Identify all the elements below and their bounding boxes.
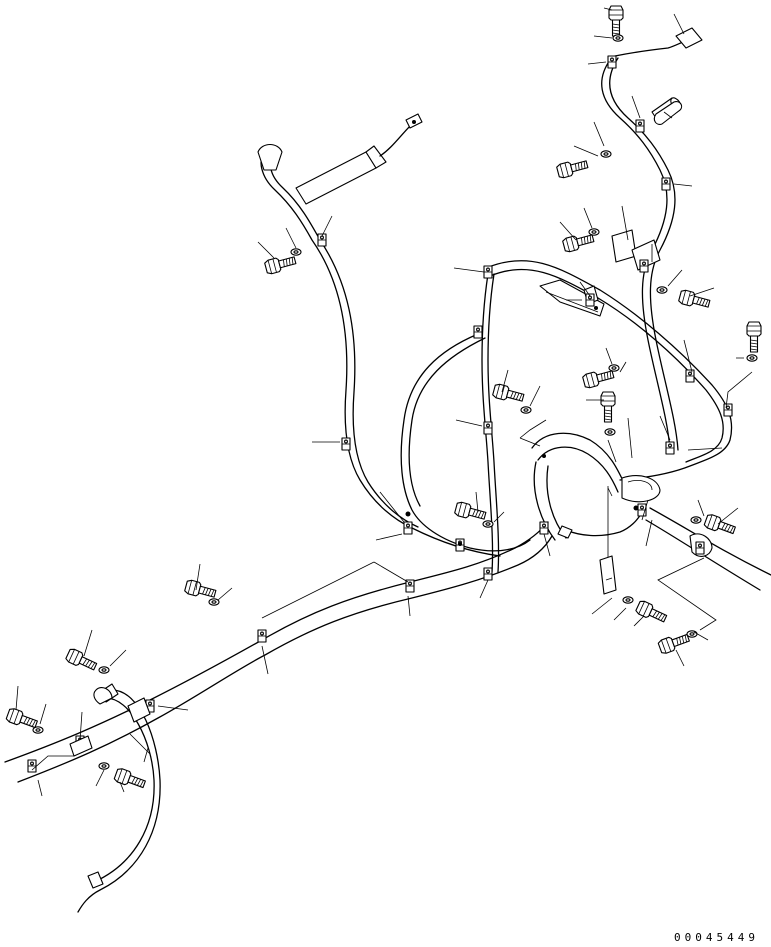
center-hose bbox=[532, 433, 660, 540]
bolts bbox=[5, 5, 762, 792]
upper-right-harness bbox=[486, 261, 732, 480]
bottom-center-lead bbox=[558, 512, 642, 538]
right-vertical-harness bbox=[602, 28, 702, 450]
leader-lines bbox=[16, 8, 752, 796]
washers bbox=[32, 34, 758, 770]
lower-branch-cable bbox=[78, 684, 160, 912]
left-loop-harness bbox=[258, 114, 500, 556]
center-loop-harness bbox=[401, 274, 530, 572]
vertical-bracket bbox=[600, 486, 616, 594]
sleeves bbox=[70, 102, 682, 756]
connector-dots bbox=[405, 120, 639, 546]
drawing-number: 00045449 bbox=[674, 931, 759, 944]
